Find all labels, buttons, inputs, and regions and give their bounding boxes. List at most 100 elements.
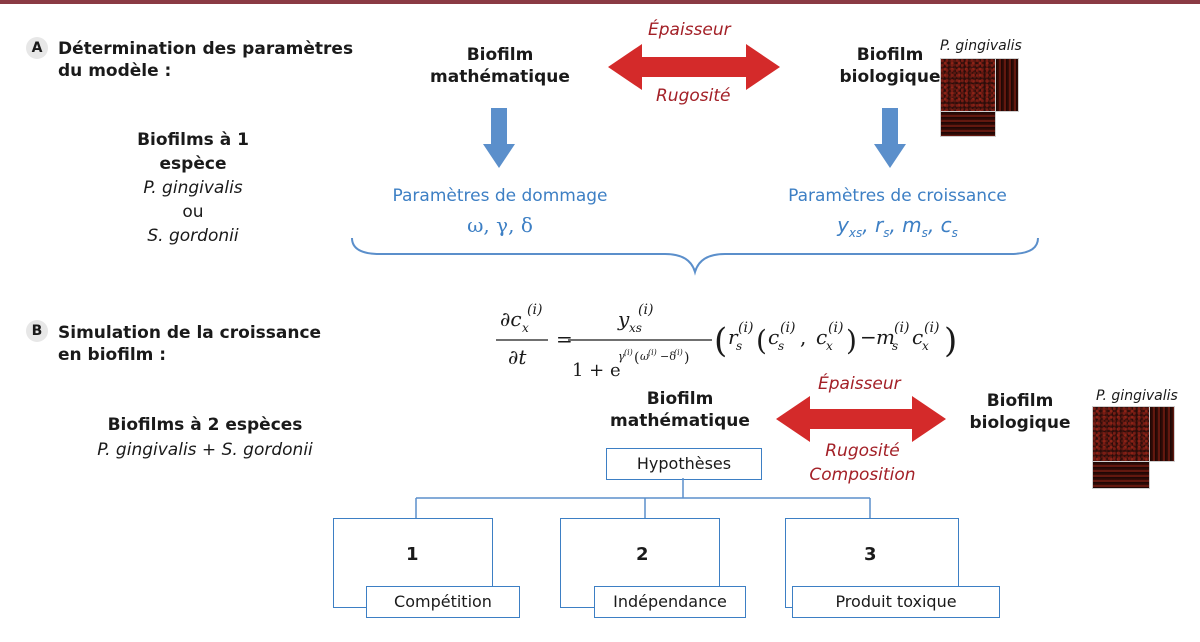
section-a-micro-label: P. gingivalis bbox=[940, 38, 1022, 54]
hypothesis-3-number: 3 bbox=[864, 544, 877, 565]
section-a-title: Détermination des paramètres du modèle : bbox=[58, 38, 353, 82]
svg-text:−δ: −δ bbox=[660, 350, 676, 363]
section-b-title: Simulation de la croissance en biofilm : bbox=[58, 322, 321, 366]
hypothesis-3-label: Produit toxique bbox=[792, 586, 1000, 618]
svg-text:=: = bbox=[556, 327, 573, 351]
svg-text:s: s bbox=[892, 339, 898, 353]
section-b-arrow-bottom-labels: Rugosité Composition bbox=[795, 439, 930, 487]
section-a-species-or: ou bbox=[182, 202, 204, 222]
section-b-math-biofilm: Biofilm mathématique bbox=[605, 388, 755, 432]
hypothesis-2-number: 2 bbox=[636, 544, 649, 565]
hypothesis-1-label: Compétition bbox=[366, 586, 520, 618]
section-a-badge: A bbox=[26, 37, 48, 59]
section-a-species-heading: Biofilms à 1 espèce bbox=[137, 130, 249, 174]
svg-text:): ) bbox=[846, 324, 857, 357]
section-b-badge: B bbox=[26, 320, 48, 342]
section-b-micro-side bbox=[1149, 406, 1175, 462]
section-b-bio-biofilm-line1: Biofilm bbox=[986, 391, 1054, 411]
svg-text:): ) bbox=[684, 350, 689, 366]
svg-text:1 + e: 1 + e bbox=[572, 360, 621, 381]
svg-text:m: m bbox=[876, 325, 895, 349]
damage-params-symbols: ω, γ, δ bbox=[467, 213, 533, 237]
section-a-arrow-top-label: Épaisseur bbox=[648, 20, 731, 40]
section-b-bio-biofilm-line2: biologique bbox=[969, 413, 1071, 433]
svg-text:(i): (i) bbox=[648, 348, 657, 357]
section-a-micro-main bbox=[940, 58, 996, 112]
section-b-micro-main bbox=[1092, 406, 1150, 462]
section-b-arrow-bottom-label1: Rugosité bbox=[825, 441, 900, 461]
section-b-arrow-top-label: Épaisseur bbox=[818, 374, 901, 394]
svg-text:ω: ω bbox=[640, 350, 649, 363]
svg-text:(i): (i) bbox=[527, 302, 542, 318]
section-a-species: Biofilms à 1 espèce P. gingivalis ou S. … bbox=[108, 128, 278, 248]
svg-text:(i): (i) bbox=[924, 320, 939, 336]
svg-text:y: y bbox=[617, 307, 630, 331]
hypotheses-tree-lines bbox=[415, 478, 871, 518]
svg-text:(: ( bbox=[714, 321, 727, 361]
svg-text:(: ( bbox=[756, 324, 767, 357]
hypothesis-1-number: 1 bbox=[406, 544, 419, 565]
svg-text:∂c: ∂c bbox=[500, 307, 522, 331]
svg-text:(i): (i) bbox=[738, 320, 753, 336]
svg-text:x: x bbox=[922, 339, 929, 353]
growth-params-symbols: yxs, rs, ms, cs bbox=[770, 213, 1025, 240]
section-b-bio-biofilm: Biofilm biologique bbox=[965, 390, 1075, 434]
section-a-bio-biofilm-line2: biologique bbox=[839, 67, 941, 87]
svg-text:,: , bbox=[800, 325, 806, 349]
svg-text:(i): (i) bbox=[894, 320, 909, 336]
svg-text:(i): (i) bbox=[674, 348, 683, 357]
svg-text:c: c bbox=[912, 325, 923, 349]
svg-text:x: x bbox=[826, 339, 833, 353]
section-b-math-biofilm-line2: mathématique bbox=[610, 411, 750, 431]
svg-text:∂t: ∂t bbox=[508, 345, 527, 369]
section-b-math-biofilm-line1: Biofilm bbox=[646, 389, 714, 409]
svg-text:γ: γ bbox=[618, 350, 625, 363]
section-b-title-line2: en biofilm : bbox=[58, 345, 167, 365]
svg-text:(i): (i) bbox=[828, 320, 843, 336]
growth-equation: ∂c x (i) ∂t = y xs (i) 1 + e γ (i) ( ω (… bbox=[488, 296, 988, 384]
section-a-arrow-bottom-label: Rugosité bbox=[656, 86, 731, 106]
section-a-micro-bottom bbox=[940, 111, 996, 137]
growth-params-title: Paramètres de croissance bbox=[788, 186, 1007, 206]
svg-text:c: c bbox=[768, 325, 779, 349]
svg-text:−: − bbox=[860, 325, 877, 349]
section-b-species: Biofilms à 2 espèces P. gingivalis + S. … bbox=[80, 413, 330, 463]
section-b-title-line1: Simulation de la croissance bbox=[58, 323, 322, 343]
section-a-title-line1: Détermination des paramètres bbox=[58, 39, 354, 59]
section-b-micro-bottom bbox=[1092, 461, 1150, 489]
section-b-species-combo: P. gingivalis + S. gordonii bbox=[97, 440, 313, 460]
svg-text:(i): (i) bbox=[638, 302, 653, 318]
section-a-down-arrow-right bbox=[874, 108, 906, 168]
top-bar bbox=[0, 0, 1200, 4]
section-a-micro-side bbox=[995, 58, 1019, 112]
svg-text:(i): (i) bbox=[624, 348, 633, 357]
damage-params-title: Paramètres de dommage bbox=[392, 186, 608, 206]
section-a-species-1: P. gingivalis bbox=[143, 178, 243, 198]
svg-text:(i): (i) bbox=[780, 320, 795, 336]
section-a-math-biofilm-line1: Biofilm bbox=[466, 45, 534, 65]
merge-brace bbox=[351, 237, 1039, 276]
section-a-double-arrow bbox=[608, 44, 780, 90]
section-b-micro-label: P. gingivalis bbox=[1096, 388, 1178, 404]
growth-params-symbols-inner: yxs, rs, ms, cs bbox=[837, 213, 958, 240]
section-b-double-arrow bbox=[776, 396, 946, 442]
section-a-down-arrow-left bbox=[483, 108, 515, 168]
section-a-bio-biofilm: Biofilm biologique bbox=[835, 44, 945, 88]
hypothesis-2-label: Indépendance bbox=[594, 586, 746, 618]
svg-text:r: r bbox=[728, 325, 739, 349]
svg-text:x: x bbox=[522, 321, 529, 335]
svg-text:xs: xs bbox=[629, 321, 642, 335]
section-a-bio-biofilm-line1: Biofilm bbox=[856, 45, 924, 65]
hypotheses-box: Hypothèses bbox=[606, 448, 762, 480]
section-b-species-heading: Biofilms à 2 espèces bbox=[107, 415, 303, 435]
svg-text:s: s bbox=[736, 339, 742, 353]
section-a-math-biofilm-line2: mathématique bbox=[430, 67, 570, 87]
svg-text:): ) bbox=[944, 321, 957, 361]
section-a-title-line2: du modèle : bbox=[58, 61, 172, 81]
section-a-species-2: S. gordonii bbox=[147, 226, 239, 246]
equation-graphic: ∂c x (i) ∂t = y xs (i) 1 + e γ (i) ( ω (… bbox=[496, 302, 957, 381]
section-b-arrow-bottom-label2: Composition bbox=[809, 465, 916, 485]
svg-text:c: c bbox=[816, 325, 827, 349]
svg-text:s: s bbox=[778, 339, 784, 353]
svg-text:(: ( bbox=[634, 350, 639, 366]
